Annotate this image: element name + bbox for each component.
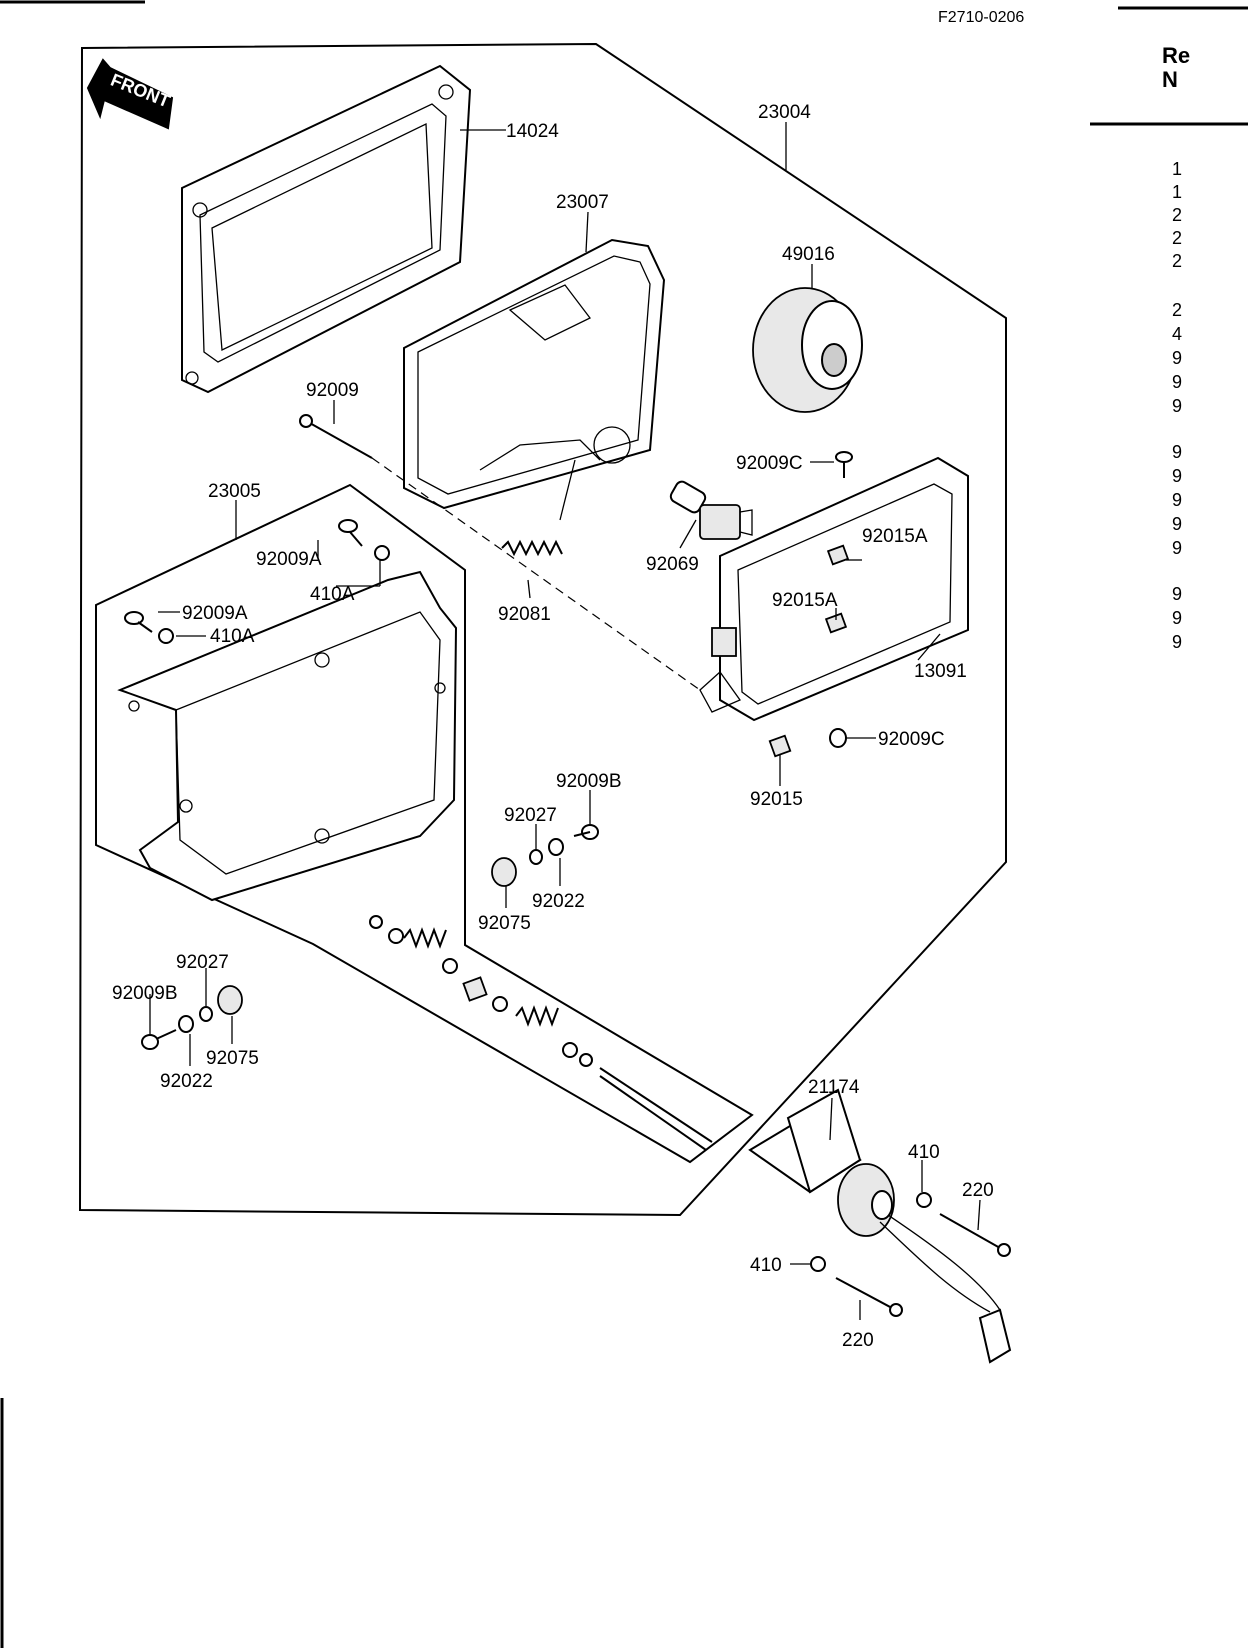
label-92009B-1: 92009B (556, 771, 622, 792)
side-header-line1: Re (1162, 43, 1190, 68)
bolt-220-lower (835, 1277, 903, 1317)
bulb-92069 (669, 480, 753, 540)
label-92009: 92009 (306, 380, 359, 401)
leveling-motor-21174 (748, 1088, 1012, 1364)
spring-92081 (501, 539, 563, 557)
side-reference-numbers: 1 1 2 2 2 2 4 9 9 9 9 9 9 9 9 9 9 9 (1172, 159, 1182, 652)
label-92009B-2: 92009B (112, 983, 178, 1004)
screw-92009A-lower (124, 611, 153, 633)
headlight-rim-14024 (181, 64, 472, 394)
adjuster-shaft-assembly (369, 915, 713, 1151)
label-92015A-2: 92015A (772, 590, 838, 611)
label-21174: 21174 (808, 1077, 860, 1098)
label-13091: 13091 (914, 661, 967, 682)
label-92009C-top: 92009C (736, 453, 803, 474)
adjusting-screw-92009 (299, 414, 701, 691)
label-92015A-1: 92015A (862, 526, 928, 547)
nut-92015 (768, 734, 792, 758)
adjuster-set-left (141, 985, 243, 1050)
bolt-220-upper (939, 1213, 1011, 1257)
label-410A-1: 410A (310, 584, 355, 605)
label-92081: 92081 (498, 604, 551, 625)
sealed-beam-unit-23007 (403, 238, 666, 521)
dust-cover-49016 (752, 287, 863, 413)
bracket-housing-23005 (117, 570, 458, 902)
label-220-1: 220 (962, 1180, 994, 1201)
side-reference-number: 9 (1172, 608, 1182, 628)
leader-lines (149, 122, 981, 1320)
label-49016: 49016 (782, 244, 835, 265)
screw-92009C-upper (835, 451, 853, 478)
side-reference-number: 9 (1172, 442, 1182, 462)
washer-410-lower (810, 1256, 826, 1272)
label-92009A-2: 92009A (182, 603, 248, 624)
side-reference-number: 9 (1172, 348, 1182, 368)
side-reference-number: 9 (1172, 396, 1182, 416)
side-reference-number: 9 (1172, 632, 1182, 652)
label-92027-1: 92027 (504, 805, 557, 826)
label-92069: 92069 (646, 554, 699, 575)
side-reference-number: 1 (1172, 182, 1182, 202)
label-92009C-bottom: 92009C (878, 729, 945, 750)
side-reference-number: 9 (1172, 466, 1182, 486)
side-reference-number: 9 (1172, 538, 1182, 558)
nut-92015A-lower (824, 612, 848, 634)
side-reference-number: 2 (1172, 251, 1182, 271)
front-arrow: FRONT (86, 58, 174, 130)
label-410-1: 410 (908, 1142, 940, 1163)
side-reference-number: 2 (1172, 228, 1182, 248)
side-reference-number: 4 (1172, 324, 1182, 344)
side-reference-number: 2 (1172, 205, 1182, 225)
label-220-2: 220 (842, 1330, 874, 1351)
drawing-code: F2710-0206 (938, 9, 1024, 26)
side-reference-number: 9 (1172, 584, 1182, 604)
washer-410A-lower (158, 628, 174, 644)
side-reference-number: 9 (1172, 372, 1182, 392)
adjuster-set-right (491, 824, 599, 887)
label-14024: 14024 (506, 121, 559, 142)
label-23007: 23007 (556, 192, 609, 213)
label-92075-1: 92075 (478, 913, 531, 934)
label-92022-2: 92022 (160, 1071, 213, 1092)
nut-92015A-upper (826, 544, 850, 566)
side-reference-number: 2 (1172, 300, 1182, 320)
washer-410A-upper (374, 545, 390, 561)
side-reference-number: 1 (1172, 159, 1182, 179)
label-410A-2: 410A (210, 626, 255, 647)
label-410-2: 410 (750, 1255, 782, 1276)
side-reference-number: 9 (1172, 490, 1182, 510)
screw-92009C-lower (829, 728, 847, 748)
washer-410-upper (916, 1192, 932, 1208)
label-92027-2: 92027 (176, 952, 229, 973)
label-92009A-1: 92009A (256, 549, 322, 570)
label-23004: 23004 (758, 102, 811, 123)
side-reference-number: 9 (1172, 514, 1182, 534)
label-92022-1: 92022 (532, 891, 585, 912)
screw-92009A-upper (338, 519, 363, 547)
label-92075-2: 92075 (206, 1048, 259, 1069)
assembly-outline-23004 (78, 42, 1007, 1217)
mounting-frame-13091 (699, 456, 969, 722)
label-92015: 92015 (750, 789, 803, 810)
label-23005: 23005 (208, 481, 261, 502)
side-header-line2: N (1162, 67, 1178, 92)
